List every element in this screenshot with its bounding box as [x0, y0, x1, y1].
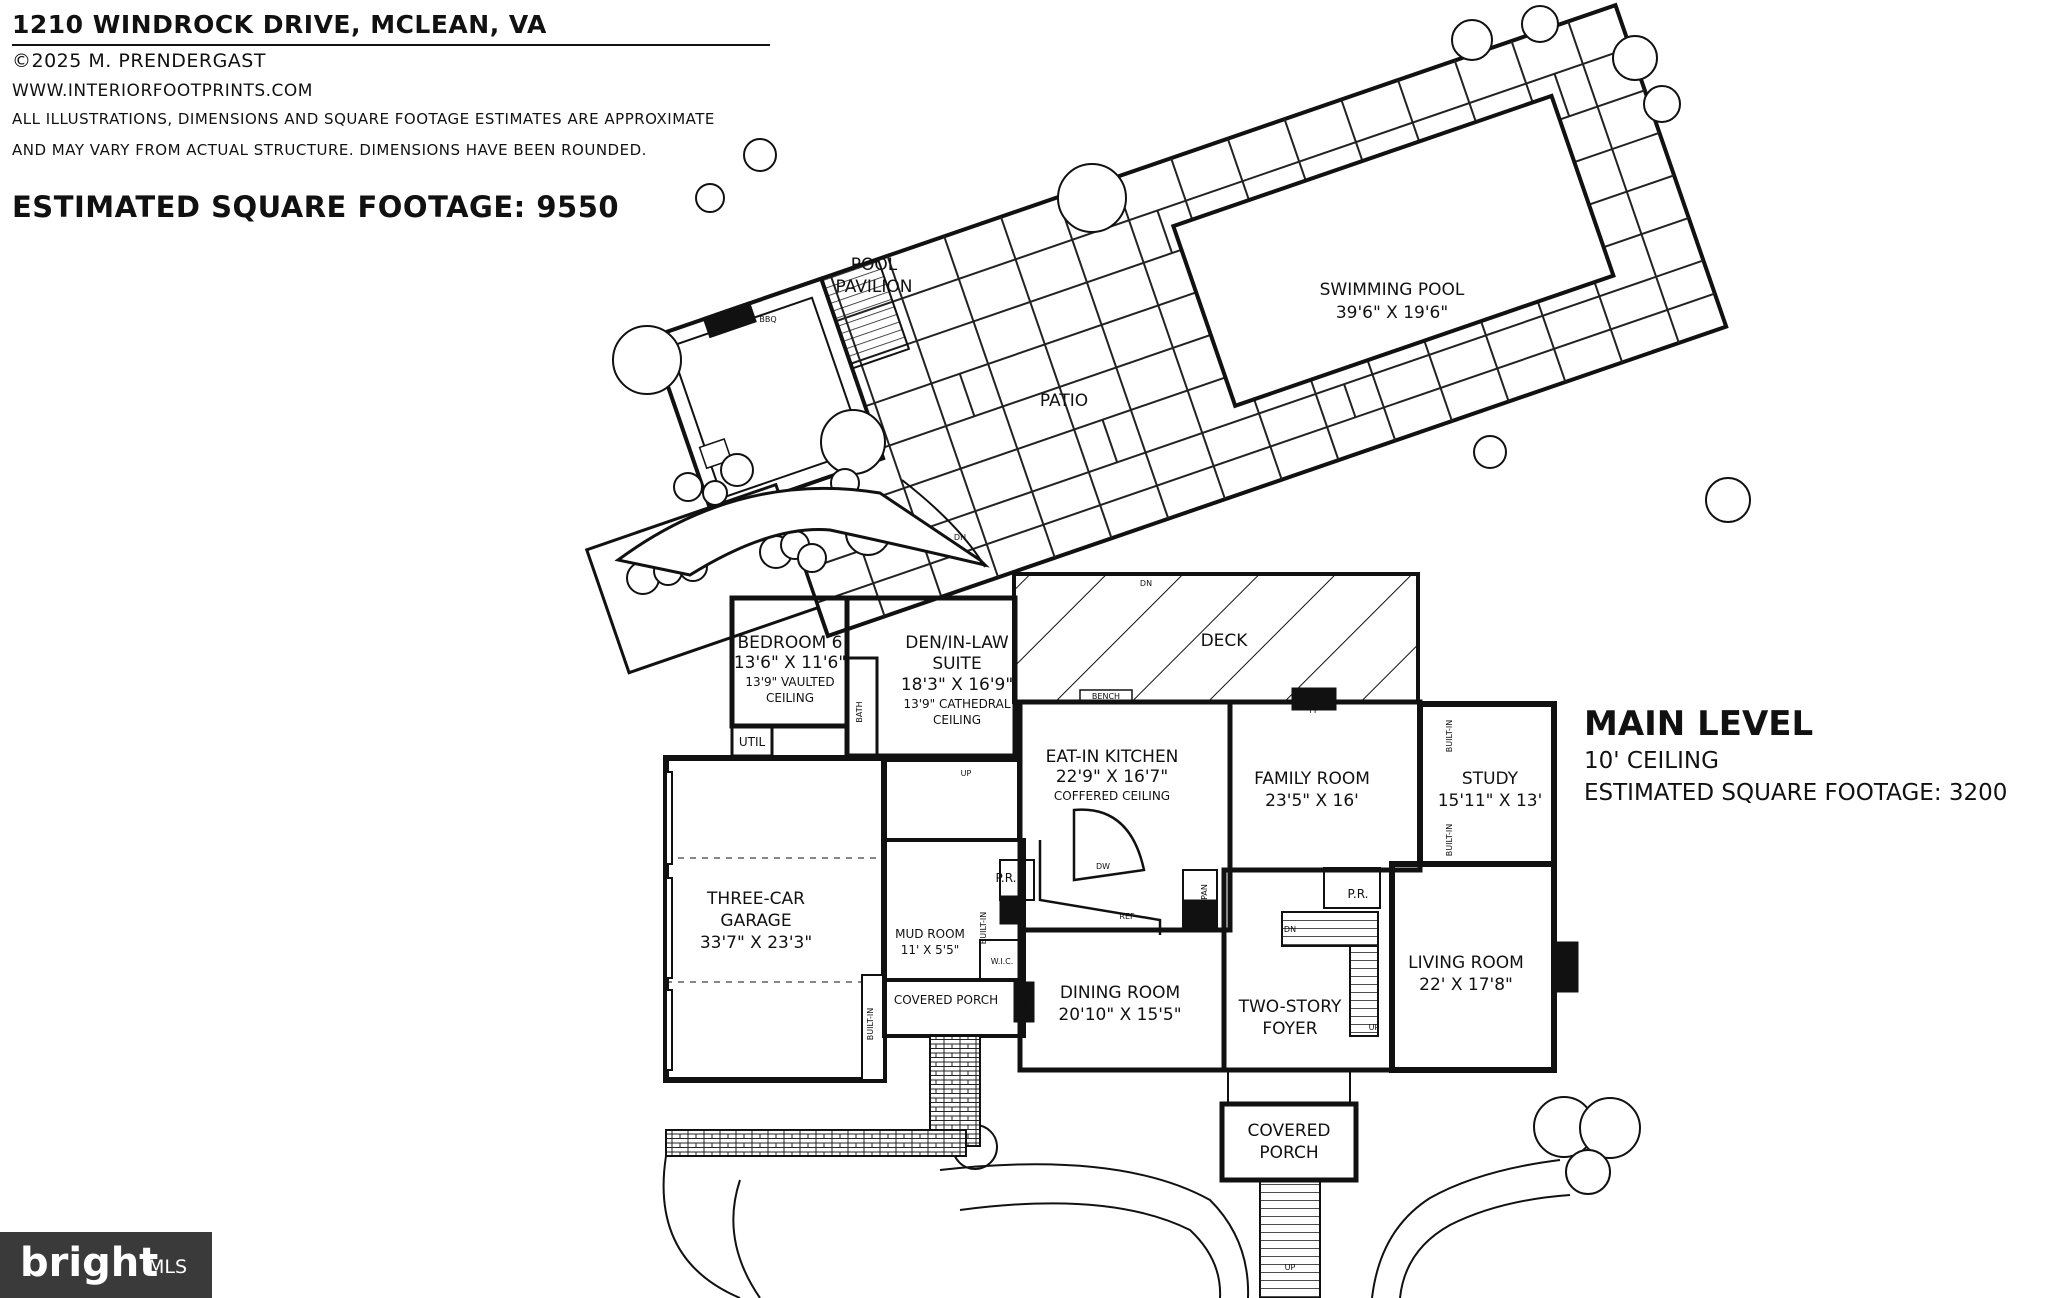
stairs-up-label-2: UP [1369, 1023, 1380, 1032]
living-fireplace [1553, 941, 1579, 993]
eat-in-kitchen [1017, 699, 1233, 933]
kitchen-island [1072, 808, 1146, 882]
website-line: WWW.INTERIORFOOTPRINTS.COM [12, 81, 313, 101]
disclaimer-line-2: AND MAY VARY FROM ACTUAL STRUCTURE. DIME… [12, 141, 647, 159]
header-rule [12, 44, 770, 46]
bedroom-6-note: 13'9" VAULTED [745, 675, 834, 689]
property-address: 1210 WINDROCK DRIVE, MCLEAN, VA [12, 10, 547, 39]
pool-pavilion-label: POOL [851, 255, 898, 275]
front-porch-name-2: PORCH [1259, 1143, 1318, 1163]
family-room-dim: 23'5" X 16' [1265, 791, 1359, 811]
level-square-footage: ESTIMATED SQUARE FOOTAGE: 3200 [1584, 780, 2008, 806]
pavilion-fireplace [702, 301, 757, 339]
swimming-pool [1170, 93, 1616, 409]
gas-fp-label-2: FP [1019, 1001, 1029, 1010]
front-porch-name: COVERED [1248, 1121, 1331, 1141]
den-note-2: CEILING [933, 713, 981, 727]
dishwasher-label: DW [1096, 862, 1110, 871]
built-in-label-4: BUILT-IN [979, 912, 988, 944]
pantry-label: PAN [1200, 884, 1209, 900]
side-covered-porch [882, 978, 1026, 1038]
stairs-up-label: UP [961, 769, 972, 778]
built-in-label-2: BUILT-IN [1445, 824, 1454, 856]
bench-label: BENCH [1092, 692, 1120, 701]
garage-dim: 33'7" X 23'3" [700, 933, 812, 953]
refrigerator-label: REF [1119, 912, 1135, 921]
copyright-line: ©2025 M. PRENDERGAST [12, 50, 266, 72]
side-porch-name: COVERED PORCH [894, 993, 998, 1007]
front-steps [1259, 1179, 1321, 1298]
built-in-label: BUILT-IN [1445, 720, 1454, 752]
den-dim: 18'3" X 16'9" [901, 675, 1013, 695]
stairs-down-label-2: DN [954, 533, 966, 542]
bedroom-6-note-2: CEILING [766, 691, 814, 705]
front-covered-porch [1219, 1101, 1359, 1183]
den-note: 13'9" CATHEDRAL [903, 697, 1010, 711]
fireplace-label-2: FP [1561, 965, 1571, 974]
deck-label: DECK [1201, 631, 1249, 651]
study-name: STUDY [1462, 769, 1519, 789]
level-ceiling: 10' CEILING [1584, 748, 1719, 774]
kitchen-note: COFFERED CEILING [1054, 789, 1170, 803]
util-label: UTIL [739, 735, 766, 749]
bright-mls-watermark: bright MLS [0, 1232, 212, 1298]
study-dim: 15'11" X 13' [1438, 791, 1543, 811]
fireplace-label: FP [1309, 706, 1319, 715]
built-in-label-3: BUILT-IN [866, 1008, 875, 1040]
foyer-stairs [1281, 911, 1379, 947]
dining-room-name: DINING ROOM [1060, 983, 1180, 1003]
disclaimer-line-1: ALL ILLUSTRATIONS, DIMENSIONS AND SQUARE… [12, 110, 715, 128]
stairs-down-label: DN [1140, 579, 1152, 588]
den-name-2: SUITE [932, 654, 981, 674]
powder-room-label-2: P.R. [1348, 887, 1369, 901]
deck [1012, 572, 1420, 704]
total-square-footage: ESTIMATED SQUARE FOOTAGE: 9550 [12, 190, 620, 224]
front-walkways [662, 1155, 1571, 1298]
house-main-level [663, 572, 1579, 1298]
kitchen-dim: 22'9" X 16'7" [1056, 767, 1168, 787]
family-room-name: FAMILY ROOM [1254, 769, 1370, 789]
mud-room-name: MUD ROOM [895, 927, 965, 941]
garage-name: THREE-CAR [706, 889, 805, 909]
den-name: DEN/IN-LAW [905, 633, 1009, 653]
bedroom-6-name: BEDROOM 6 [738, 633, 843, 653]
foyer-name: TWO-STORY [1238, 997, 1342, 1017]
bath-label: BATH [855, 701, 864, 722]
foyer-name-2: FOYER [1262, 1019, 1317, 1039]
watermark-brand: bright [20, 1240, 159, 1286]
level-title: MAIN LEVEL [1584, 704, 1814, 744]
garage-walk [929, 1035, 981, 1147]
patio-label: PATIO [1040, 391, 1088, 411]
dining-room-dim: 20'10" X 15'5" [1058, 1005, 1181, 1025]
walk-in-closet [979, 939, 1025, 981]
stairs-up-label-3: UP [1285, 1263, 1296, 1272]
pavilion-steps [819, 257, 911, 370]
brick-walk [665, 1129, 967, 1157]
mud-room-dim: 11' X 5'5" [901, 943, 960, 957]
living-room-dim: 22' X 17'8" [1419, 975, 1513, 995]
garage-name-2: GARAGE [720, 911, 791, 931]
living-room-name: LIVING ROOM [1408, 953, 1524, 973]
gas-fp-label: GAS [1016, 991, 1033, 1000]
swimming-pool-label: SWIMMING POOL [1320, 280, 1465, 300]
swimming-pool-dim: 39'6" X 19'6" [1336, 303, 1448, 323]
bbq-label: BBQ [759, 315, 776, 324]
kitchen-name: EAT-IN KITCHEN [1046, 747, 1179, 767]
wic-label: W.I.C. [991, 957, 1014, 966]
powder-room-label: P.R. [996, 871, 1017, 885]
stairs-down-label-3: DN [1284, 925, 1296, 934]
bedroom-6-dim: 13'6" X 11'6" [734, 653, 846, 673]
pool-pavilion-label-2: PAVILION [836, 277, 913, 297]
watermark-suffix: MLS [148, 1256, 188, 1278]
